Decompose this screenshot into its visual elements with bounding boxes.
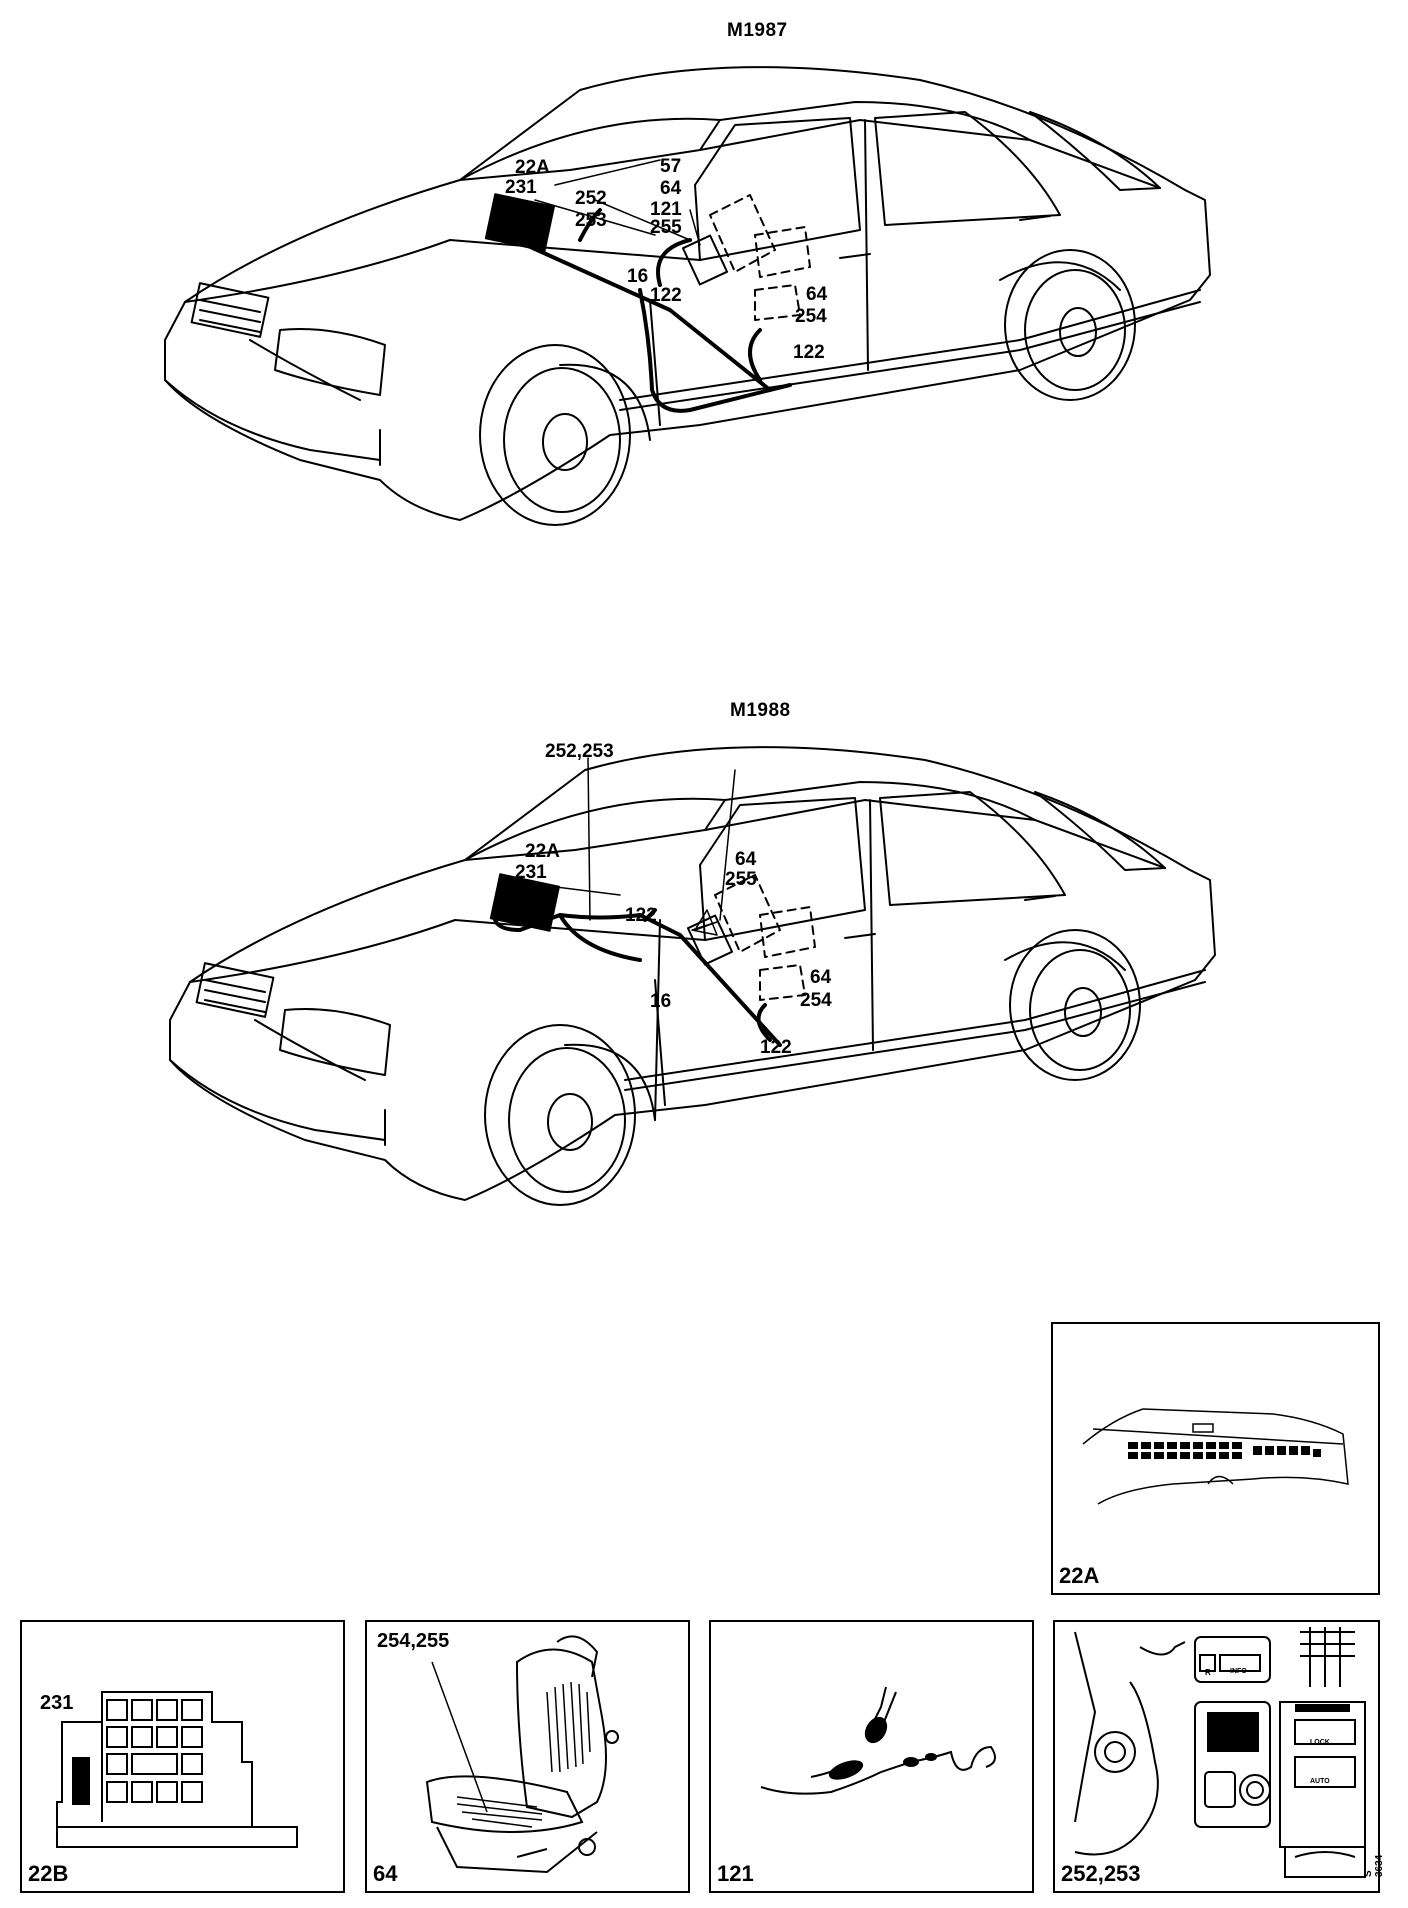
label-64-bottom-b: 64 (810, 967, 832, 988)
label-231-top: 231 (505, 177, 537, 198)
diagram-title-m1988: M1988 (730, 700, 791, 721)
label-22a-bottom: 22A (525, 841, 560, 862)
diagram-title-m1987: M1987 (727, 20, 788, 41)
panel-caption-22b: 22B (28, 1861, 69, 1886)
detail-panel-121: 121 (709, 1620, 1034, 1893)
button-label-r: R (1205, 1668, 1211, 1677)
label-254-bottom: 254 (800, 990, 832, 1011)
car-wiring-illustration-1988 (169, 746, 1216, 1206)
detail-panel-22b: 231 22B (20, 1620, 345, 1893)
label-121-top: 121 (650, 199, 682, 220)
seat-illustration (425, 1635, 619, 1874)
button-label-lock: LOCK (1310, 1739, 1330, 1746)
label-252-top: 252 (575, 188, 607, 209)
detail-panel-22a: 22A (1051, 1322, 1380, 1595)
button-label-info: INFO (1230, 1668, 1247, 1675)
detail-panel-64: 254,255 64 (365, 1620, 690, 1893)
fuse-box-illustration (1082, 1408, 1349, 1505)
panel-caption-22a: 22A (1059, 1563, 1100, 1588)
callout-254-255: 254,255 (377, 1630, 450, 1652)
label-16-top: 16 (627, 266, 649, 287)
label-255-bottom: 255 (725, 869, 757, 890)
panel-caption-121: 121 (717, 1861, 754, 1886)
sensor-cable-illustration (760, 1686, 996, 1795)
label-122-top-b: 122 (793, 342, 825, 363)
detail-panel-252-253: R INFO LOCK AUTO S 3634 252,253 (1053, 1620, 1385, 1893)
callout-231: 231 (40, 1692, 74, 1714)
label-64-bottom-a: 64 (735, 849, 757, 870)
label-22a-top: 22A (515, 157, 550, 178)
label-122-bottom-b: 122 (760, 1037, 792, 1058)
label-122-top-a: 122 (650, 285, 682, 306)
label-252-253-bottom: 252,253 (545, 741, 614, 762)
label-57-top: 57 (660, 156, 682, 177)
label-231-bottom: 231 (515, 862, 547, 883)
label-16-bottom: 16 (650, 991, 672, 1012)
label-64-top-a: 64 (660, 178, 682, 199)
relay-box-illustration (56, 1691, 298, 1848)
label-253-top: 253 (575, 210, 607, 231)
car-wiring-illustration-1987 (164, 66, 1211, 526)
panel-caption-64: 64 (373, 1861, 398, 1886)
label-255-top: 255 (650, 217, 682, 238)
button-label-auto: AUTO (1310, 1778, 1330, 1785)
dashboard-switch-illustration (1074, 1627, 1366, 1878)
label-122-bottom-a: 122 (625, 905, 657, 926)
drawing-reference-code: S 3634 (1363, 1854, 1385, 1877)
panel-caption-252-253: 252,253 (1061, 1861, 1141, 1886)
label-254-top: 254 (795, 306, 827, 327)
label-64-top-b: 64 (806, 284, 828, 305)
